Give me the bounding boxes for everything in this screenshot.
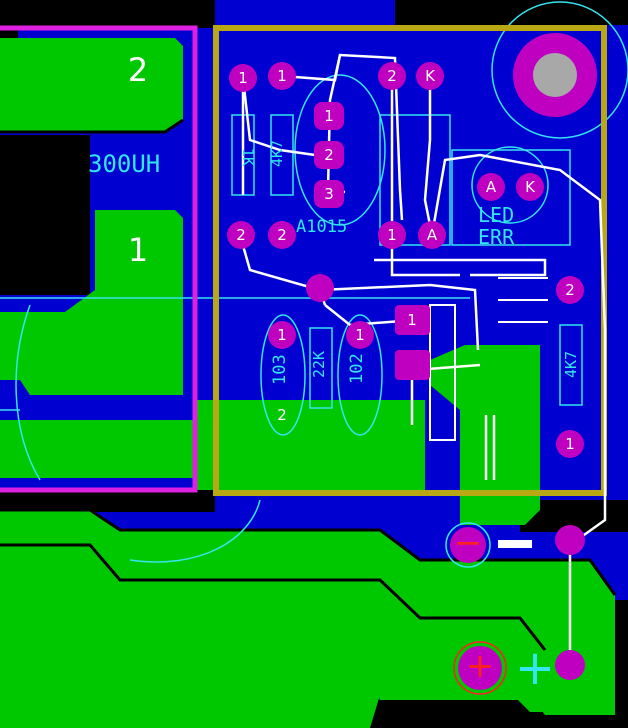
- copper-pour-mid: [0, 400, 425, 490]
- resistor-4k7-right-label: 4K7: [562, 351, 580, 378]
- pad-label: 1: [277, 326, 287, 344]
- pad-label: 1: [277, 67, 287, 85]
- pour-outlines: [0, 118, 617, 651]
- pad-label: 1: [565, 435, 575, 453]
- silkscreen-outlines: [0, 1, 628, 563]
- led-label: LED: [478, 203, 514, 227]
- mounting-pad: [513, 33, 597, 117]
- err-label: ERR: [478, 225, 515, 249]
- pads: [227, 62, 585, 690]
- board-outlines: [0, 25, 607, 496]
- pad-label: A: [486, 178, 497, 196]
- pad-label: A: [427, 226, 438, 244]
- inductor-pin-1-label: 1: [128, 231, 148, 269]
- pad-label: 1: [387, 226, 397, 244]
- pad-label: 2: [277, 226, 287, 244]
- inductor-pin-2-label: 2: [128, 51, 148, 89]
- pad-label: 1: [238, 69, 248, 87]
- copper-pour-pin2: [0, 38, 183, 132]
- pad-label: 2: [324, 146, 334, 164]
- pad-label: 1: [355, 326, 365, 344]
- silkscreen-text: 300UH A1015 LED ERR 1K 4K7 4K7 103 22K 1…: [88, 51, 580, 424]
- minus-mark: −: [454, 523, 483, 563]
- copper-pour-plus: [0, 545, 545, 712]
- resistor-4k7-label: 4K7: [268, 140, 286, 167]
- pad-label: 1: [324, 107, 334, 125]
- capacitor-103-label: 103: [270, 354, 290, 385]
- pad-label: K: [425, 67, 436, 85]
- yellow-keepout-rect: [213, 25, 607, 496]
- resistor-1k-label: 1K: [239, 148, 257, 166]
- jumper-wires: [238, 53, 607, 660]
- transistor-label: A1015: [296, 217, 347, 237]
- capacitor-pin-2-label: 2: [277, 406, 287, 424]
- pad-label: 3: [324, 185, 334, 203]
- capacitor-102-label: 102: [347, 353, 367, 384]
- pad-labels: 1 1 2 2 2 K 1 A 1 2 3 A K 2 1 1 1 1: [236, 67, 575, 453]
- pad-label: 2: [387, 67, 397, 85]
- polarity-marks: − + +: [445, 522, 555, 696]
- copper-pours: [0, 38, 615, 728]
- pad-label: 1: [407, 311, 417, 329]
- resistor-22k-label: 22K: [310, 351, 328, 378]
- pad-label: 2: [236, 226, 246, 244]
- pad-label: 2: [565, 281, 575, 299]
- plus-silk-mark: +: [515, 640, 555, 696]
- pad-label: K: [525, 178, 536, 196]
- plus-mark: +: [466, 646, 495, 686]
- copper-pour-pin1: [0, 210, 183, 395]
- inductor-label: 300UH: [88, 150, 160, 178]
- magenta-outline: [0, 25, 198, 493]
